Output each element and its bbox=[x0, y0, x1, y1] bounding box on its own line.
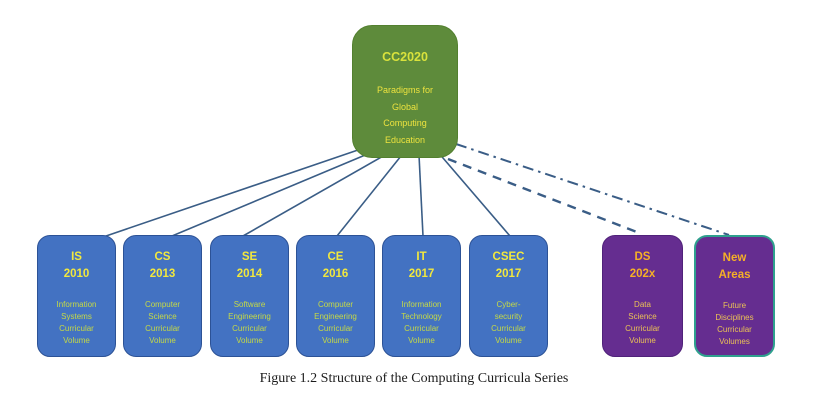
volume-box-is-2010: IS 2010 Information Systems Curricular V… bbox=[37, 235, 116, 357]
volume-box-se-2014: SE 2014 Software Engineering Curricular … bbox=[210, 235, 289, 357]
future-box-new-areas: New Areas Future Disciplines Curricular … bbox=[694, 235, 775, 357]
volume-desc: Computer Science Curricular Volume bbox=[144, 300, 181, 345]
future-abbr: DS bbox=[634, 251, 651, 263]
volume-abbr: IS bbox=[71, 251, 82, 263]
future-year: 202x bbox=[629, 268, 656, 280]
connector-line-it2017 bbox=[418, 154, 424, 237]
volume-year: 2017 bbox=[495, 268, 522, 280]
volume-year: 2017 bbox=[408, 268, 435, 280]
volume-desc: Cyber- security Curricular Volume bbox=[491, 300, 526, 345]
volume-abbr: CSEC bbox=[492, 251, 525, 263]
volume-box-it-2017: IT 2017 Information Technology Curricula… bbox=[382, 235, 461, 357]
volume-desc: Information Systems Curricular Volume bbox=[56, 300, 97, 345]
connector-line-cs2013 bbox=[171, 152, 371, 237]
connector-line-dashdot-new-areas bbox=[455, 143, 730, 236]
future-desc: Future Disciplines Curricular Volumes bbox=[715, 301, 754, 346]
volume-abbr: CS bbox=[154, 251, 171, 263]
root-title: CC2020 bbox=[382, 50, 428, 64]
future-box-ds-202x: DS 202x Data Science Curricular Volume bbox=[602, 235, 683, 357]
figure-caption: Figure 1.2 Structure of the Computing Cu… bbox=[259, 371, 569, 386]
future-abbr: New bbox=[722, 252, 747, 264]
volume-year: 2014 bbox=[236, 268, 263, 280]
volume-box-csec-2017: CSEC 2017 Cyber- security Curricular Vol… bbox=[469, 235, 548, 357]
volume-year: 2010 bbox=[63, 268, 90, 280]
root-subtitle: Paradigms for Global Computing Education bbox=[376, 85, 434, 145]
volume-year: 2016 bbox=[322, 268, 349, 280]
volume-box-ce-2016: CE 2016 Computer Engineering Curricular … bbox=[296, 235, 375, 357]
volume-abbr: CE bbox=[327, 251, 344, 263]
volume-abbr: SE bbox=[241, 251, 258, 263]
connector-line-se2014 bbox=[242, 154, 386, 237]
connector-line-ce2016 bbox=[336, 155, 402, 237]
root-box-cc2020: CC2020 Paradigms for Global Computing Ed… bbox=[352, 25, 458, 158]
future-desc: Data Science Curricular Volume bbox=[625, 300, 660, 345]
connector-line-is2010 bbox=[105, 149, 359, 237]
volume-abbr: IT bbox=[416, 251, 427, 263]
volume-desc: Information Technology Curricular Volume bbox=[401, 300, 442, 345]
connector-line-dashed-ds202x bbox=[447, 157, 643, 236]
future-year: Areas bbox=[718, 269, 751, 281]
connector-line-csec2017 bbox=[436, 150, 511, 237]
volume-desc: Computer Engineering Curricular Volume bbox=[314, 300, 357, 345]
volume-box-cs-2013: CS 2013 Computer Science Curricular Volu… bbox=[123, 235, 202, 357]
volume-year: 2013 bbox=[149, 268, 176, 280]
volume-desc: Software Engineering Curricular Volume bbox=[228, 300, 271, 345]
